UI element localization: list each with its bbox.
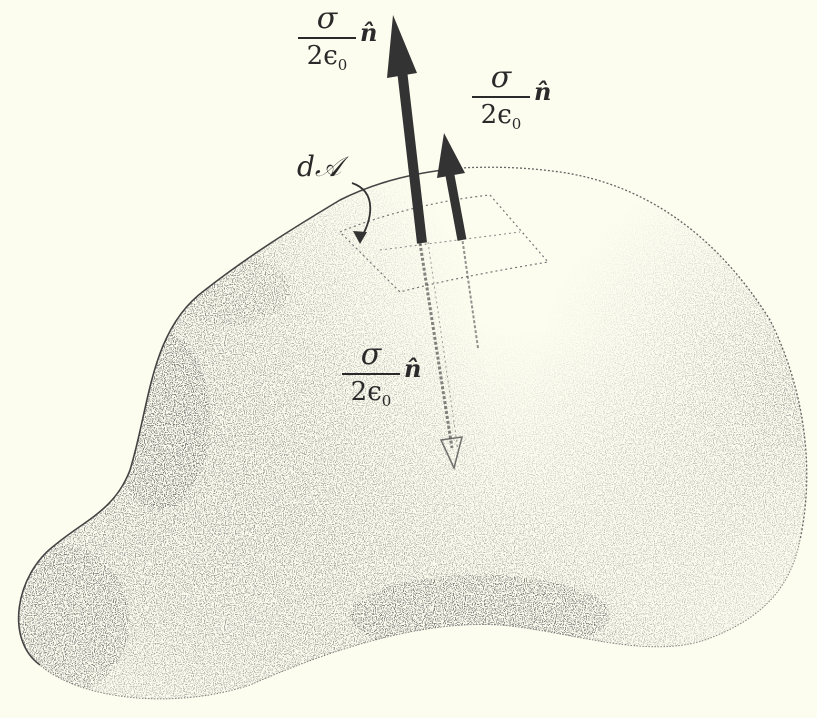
fraction-denominator: 2ϵ0: [351, 375, 392, 416]
unit-normal-vector: n̂: [404, 354, 421, 383]
unit-normal-vector: n̂: [360, 18, 377, 47]
field-label-outward-lower: σ 2ϵ0 n̂: [472, 63, 551, 139]
fraction-denominator: 2ϵ0: [307, 39, 348, 80]
field-label-outward-upper: σ 2ϵ0 n̂: [298, 4, 377, 80]
fraction-numerator: σ: [487, 63, 515, 96]
fraction-denominator: 2ϵ0: [481, 98, 522, 139]
fraction-numerator: σ: [357, 340, 385, 373]
field-label-inward: σ 2ϵ0 n̂: [342, 340, 421, 416]
unit-normal-vector: n̂: [534, 77, 551, 106]
fraction-numerator: σ: [313, 4, 341, 37]
area-element-label: d𝒜: [297, 150, 341, 184]
